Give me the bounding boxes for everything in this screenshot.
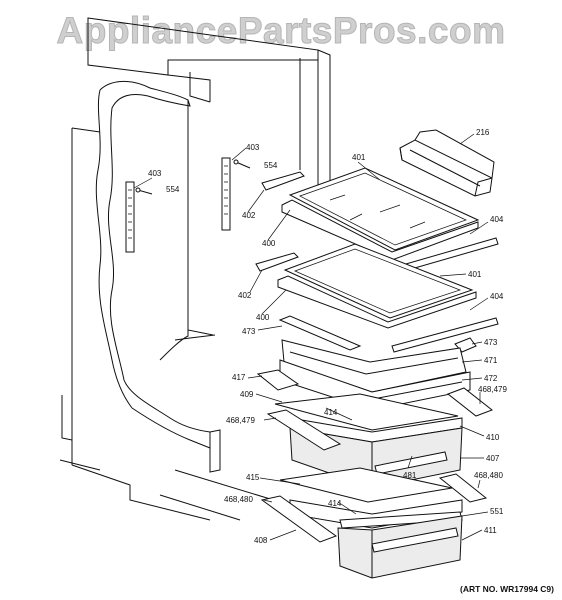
callout-414-lower: 414 xyxy=(328,499,342,508)
callout-414-upper: 414 xyxy=(324,408,338,417)
callout-471: 471 xyxy=(484,356,498,365)
slide-rail-468-480-right xyxy=(438,473,488,503)
callout-401-upper: 401 xyxy=(352,153,366,162)
slide-rail-468-480-left xyxy=(260,495,338,543)
callout-404-lower: 404 xyxy=(490,292,504,301)
callout-417: 417 xyxy=(232,373,246,382)
trim-404-lower xyxy=(391,317,499,353)
callout-400-upper: 400 xyxy=(262,239,276,248)
shelf-bracket-402-upper xyxy=(261,171,305,191)
callout-402-upper: 402 xyxy=(242,211,256,220)
callout-411: 411 xyxy=(484,526,497,535)
slide-rail-417 xyxy=(256,369,300,391)
shelf-ladder-right xyxy=(221,157,251,231)
callout-468-480-left: 468,480 xyxy=(224,495,253,504)
callout-410: 410 xyxy=(486,433,500,442)
callout-400-lower: 400 xyxy=(256,313,270,322)
callout-408: 408 xyxy=(254,536,268,545)
slide-rail-468-479-right xyxy=(446,387,494,417)
callout-409: 409 xyxy=(240,390,254,399)
callout-472: 472 xyxy=(484,374,498,383)
callout-468-479-left: 468,479 xyxy=(226,416,255,425)
shelf-ladder-left xyxy=(125,181,153,253)
screw-554-right xyxy=(235,161,251,169)
callout-551: 551 xyxy=(490,507,504,516)
crisper-lower-assembly xyxy=(260,467,488,579)
callout-403-left: 403 xyxy=(148,169,162,178)
art-number: (ART NO. WR17994 C9) xyxy=(460,584,554,594)
frame-409 xyxy=(274,393,459,431)
cover-473-left xyxy=(278,315,362,351)
callout-401-lower: 401 xyxy=(468,270,482,279)
callouts: 216 401 403 554 403 554 402 404 400 401 … xyxy=(148,128,507,545)
callout-404-upper: 404 xyxy=(490,215,504,224)
shelf-bracket-402-lower xyxy=(255,252,299,272)
callout-473-left: 473 xyxy=(242,327,256,336)
callout-554-right: 554 xyxy=(264,161,278,170)
callout-481: 481 xyxy=(403,471,417,480)
callout-216: 216 xyxy=(476,128,490,137)
middle-shelf-assembly xyxy=(255,243,499,353)
crisper-upper-assembly xyxy=(256,315,494,417)
callout-468-480-right: 468,480 xyxy=(474,471,503,480)
callout-415: 415 xyxy=(246,473,260,482)
upper-shelf-assembly xyxy=(261,167,499,275)
callout-473-right: 473 xyxy=(484,338,498,347)
door-bin-216 xyxy=(399,129,495,197)
callout-403-right: 403 xyxy=(246,143,260,152)
leader-lines xyxy=(133,133,489,541)
callout-407: 407 xyxy=(486,454,500,463)
callout-402-lower: 402 xyxy=(238,291,252,300)
callout-554-left: 554 xyxy=(166,185,180,194)
slide-rail-468-479-left xyxy=(266,409,342,451)
callout-468-479-right: 468,479 xyxy=(478,385,507,394)
